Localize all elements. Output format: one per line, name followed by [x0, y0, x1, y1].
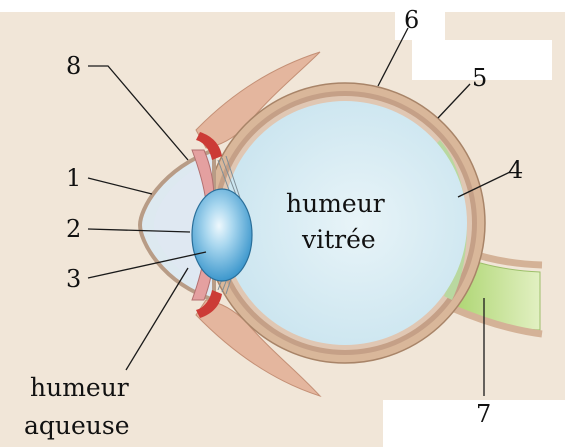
label-number-7: 7 [476, 400, 491, 428]
label-number-1: 1 [66, 164, 81, 192]
label-number-8: 8 [66, 52, 81, 80]
label-number-5: 5 [472, 64, 487, 92]
label-aqueous-line2: aqueuse [24, 411, 130, 440]
white-label-patch-top-left [395, 12, 445, 40]
label-aqueous-line1: humeur [30, 373, 129, 402]
label-number-6: 6 [404, 6, 419, 34]
background-white-margin-right [565, 0, 587, 447]
lens [192, 189, 252, 281]
label-number-4: 4 [508, 156, 523, 184]
label-number-3: 3 [66, 265, 81, 293]
background-white-margin-top [0, 0, 587, 12]
vitreous-body [223, 101, 467, 345]
label-vitreous-line1: humeur [286, 189, 385, 218]
label-vitreous-line2: vitrée [301, 225, 376, 254]
label-number-2: 2 [66, 215, 81, 243]
